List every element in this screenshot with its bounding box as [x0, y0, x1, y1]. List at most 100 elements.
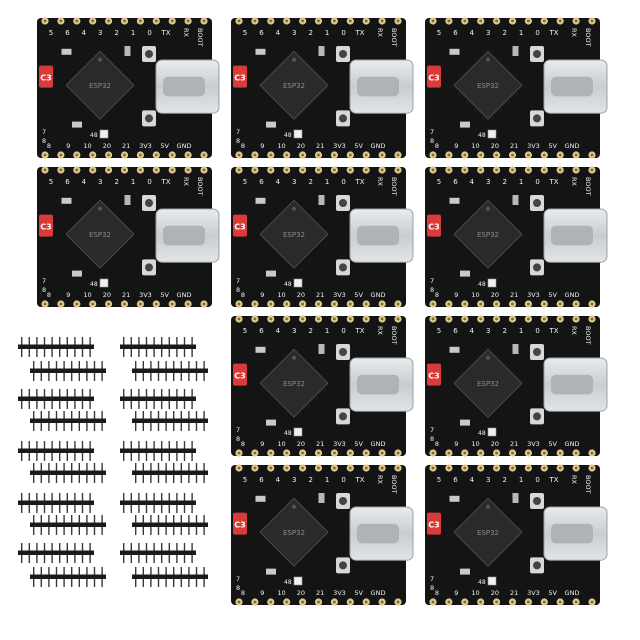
pin-label: 5: [243, 178, 247, 186]
usb-c-port: [357, 374, 399, 395]
c3-label-box: [233, 214, 247, 237]
pad-hole: [317, 302, 320, 306]
c3-label-text: C3: [428, 372, 439, 381]
pin-label: RX: [570, 326, 578, 336]
pad-hole: [463, 451, 467, 455]
chip-marking: ESP32: [477, 380, 499, 388]
pad-hole: [107, 153, 110, 157]
header-body: [18, 344, 94, 349]
pin-label: 6: [259, 29, 264, 37]
pin-label: 0: [535, 178, 539, 186]
pin-label: BOOT: [390, 177, 398, 196]
pad-hole: [348, 302, 352, 306]
pin-label: 8: [241, 291, 245, 299]
led-label: 48: [284, 132, 292, 139]
boot-button-cap: [339, 348, 347, 356]
header-body: [120, 396, 196, 401]
chip-body: [453, 199, 523, 269]
pad-hole: [447, 19, 451, 23]
pad-hole: [542, 600, 546, 604]
pad-hole: [431, 168, 435, 172]
pin-label: RX: [570, 28, 578, 38]
pad-hole: [364, 302, 368, 306]
pad-hole: [364, 317, 368, 321]
pin-label: 10: [277, 440, 285, 448]
c3-label-box: [39, 214, 53, 237]
pad-hole: [558, 168, 562, 172]
pad-hole: [380, 302, 384, 306]
pad-hole: [107, 302, 110, 306]
pin-label: GND: [565, 142, 580, 150]
pin-label: 9: [454, 291, 458, 299]
chip-body: [453, 348, 523, 418]
pad-hole: [285, 302, 289, 306]
pad-hole: [495, 168, 498, 172]
pad-hole: [348, 600, 352, 604]
pin-label: 6: [453, 476, 458, 484]
led: [487, 278, 497, 288]
pad-hole: [479, 466, 483, 470]
pad-hole: [463, 153, 467, 157]
pin-label: RX: [376, 177, 384, 187]
pin-label: 7: [430, 575, 434, 583]
pad-hole: [186, 302, 190, 306]
pin-label: 20: [103, 291, 111, 299]
pad-hole: [202, 302, 206, 306]
header-body: [18, 500, 94, 505]
pin-label: TX: [548, 327, 558, 335]
pad-hole: [186, 153, 190, 157]
pin-label: GND: [565, 440, 580, 448]
pad-hole: [574, 168, 578, 172]
pad-hole: [154, 168, 158, 172]
pad-hole: [91, 168, 95, 172]
pin-label: 8: [430, 137, 434, 145]
pad-hole: [59, 168, 63, 172]
pin-label: 21: [510, 440, 518, 448]
pad-hole: [590, 19, 594, 23]
pad-hole: [542, 19, 546, 23]
pin-label: 9: [66, 142, 70, 150]
smd-part: [61, 197, 72, 204]
pad-hole: [123, 168, 126, 172]
pin-label: 8: [435, 440, 439, 448]
pad-hole: [317, 466, 320, 470]
pad-hole: [333, 19, 336, 23]
pin-label: 10: [471, 440, 479, 448]
c3-label-text: C3: [428, 74, 439, 83]
pin-label: 6: [65, 178, 70, 186]
esp32-chip: ESP32: [453, 348, 523, 418]
smd-part: [449, 197, 460, 204]
led-label: 48: [284, 281, 292, 288]
smd-part: [318, 344, 325, 354]
pad-hole: [527, 19, 530, 23]
pin-label: 1: [131, 178, 135, 186]
pin-header-strip: [120, 441, 196, 461]
pad-hole: [348, 317, 352, 321]
pad-hole: [237, 317, 241, 321]
pad-hole: [91, 302, 95, 306]
led: [487, 129, 497, 139]
pin-header-strip: [30, 567, 106, 587]
pin-label: 5: [243, 327, 247, 335]
smd-part: [318, 493, 325, 503]
pad-hole: [590, 317, 594, 321]
header-body: [132, 470, 208, 475]
pin-label: 5V: [354, 440, 363, 448]
pad-hole: [285, 451, 289, 455]
pad-hole: [511, 466, 514, 470]
pad-hole: [301, 19, 304, 23]
pin-label: 1: [325, 29, 329, 37]
pin-label: 3: [98, 29, 102, 37]
chip-marking: ESP32: [89, 231, 111, 239]
pin-label: GND: [177, 291, 192, 299]
boot-button-cap: [339, 50, 347, 58]
chip-dot: [292, 355, 296, 360]
pin-label: 9: [260, 589, 264, 597]
c3-label-box: [427, 512, 441, 535]
pin-label: 1: [131, 29, 135, 37]
pad-hole: [558, 600, 562, 604]
pin-label: 4: [82, 178, 87, 186]
chip-marking: ESP32: [477, 231, 499, 239]
chip-marking: ESP32: [283, 231, 305, 239]
